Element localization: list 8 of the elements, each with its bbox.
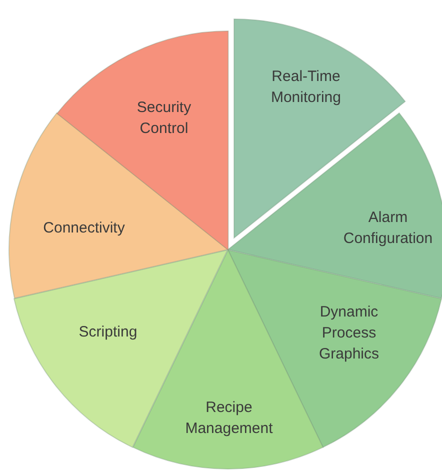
- pie-slice: [228, 113, 442, 299]
- slice-label: Connectivity: [43, 218, 125, 238]
- slice-label: Real-Time Monitoring: [270, 66, 342, 108]
- slice-label: Scripting: [78, 322, 138, 342]
- slice-label: Recipe Management: [184, 398, 274, 439]
- slice-label: Alarm Configuration: [342, 208, 434, 249]
- slice-label: Dynamic Process Graphics: [318, 302, 380, 364]
- slice-label: Security Control: [136, 98, 192, 139]
